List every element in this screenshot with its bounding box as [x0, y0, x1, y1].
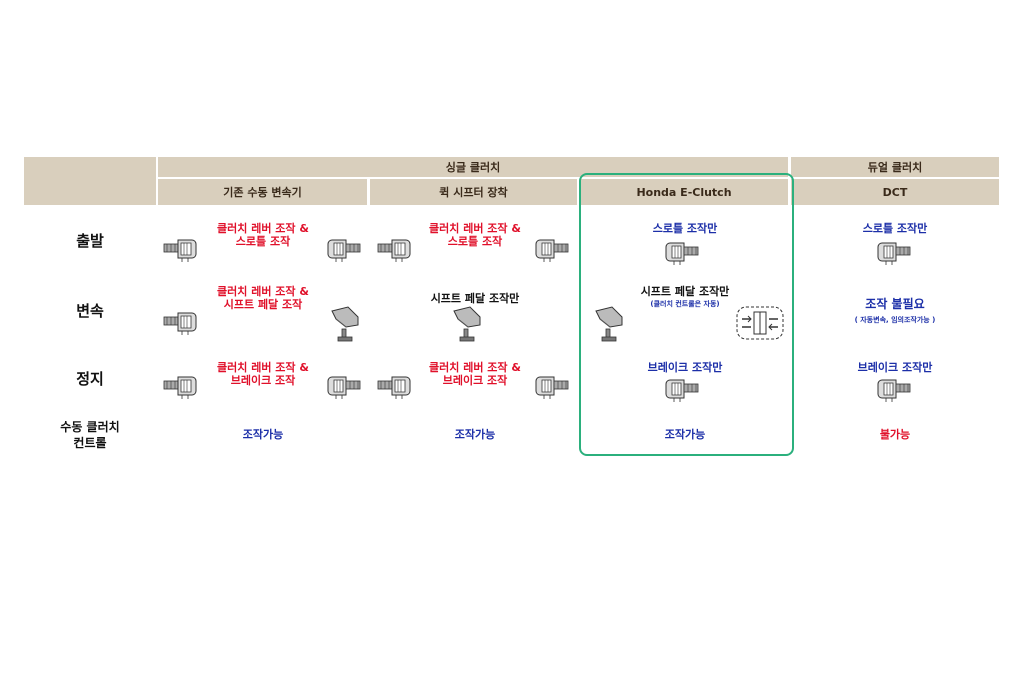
header-col-dct: DCT — [791, 179, 999, 205]
hand-throttle-icon — [326, 237, 366, 265]
dct-shift-text: 조작 불필요 — [865, 297, 925, 311]
hand-throttle-icon — [534, 237, 574, 265]
manual-clutch-quick: 조작가능 — [454, 428, 496, 441]
row-label-stop: 정지 — [76, 370, 104, 388]
manual-start-text: 클러치 레버 조작 & 스로틀 조작 — [217, 222, 309, 248]
eclutch-shift-note: (클러치 컨트롤은 자동) — [650, 300, 720, 308]
hand-clutch-icon — [162, 310, 202, 338]
quick-stop-text: 클러치 레버 조작 & 브레이크 조작 — [429, 361, 521, 387]
dct-shift-note: ( 자동변속, 임의조작가능 ) — [854, 316, 936, 324]
header-col-eclutch: Honda E-Clutch — [580, 179, 788, 205]
hand-clutch-icon — [162, 237, 202, 265]
row-label-start: 출발 — [76, 232, 104, 250]
eclutch-start-text: 스로틀 조작만 — [652, 222, 718, 235]
hand-brake-icon — [664, 377, 704, 405]
manual-clutch-eclutch: 조작가능 — [664, 428, 706, 441]
hand-brake-icon — [326, 374, 366, 402]
boot-shift-pedal-icon — [592, 305, 628, 345]
header-dual-clutch: 듀얼 클러치 — [791, 157, 999, 177]
hand-throttle-icon — [876, 240, 916, 268]
dct-stop-text: 브레이크 조작만 — [857, 361, 933, 374]
auto-clutch-icon — [736, 306, 784, 340]
quick-start-text: 클러치 레버 조작 & 스로틀 조작 — [429, 222, 521, 248]
eclutch-shift-text: 시프트 페달 조작만 — [640, 285, 730, 298]
manual-stop-text: 클러치 레버 조작 & 브레이크 조작 — [217, 361, 309, 387]
manual-shift-text: 클러치 레버 조작 & 시프트 페달 조작 — [217, 285, 309, 311]
hand-throttle-icon — [664, 240, 704, 268]
boot-shift-pedal-icon — [328, 305, 364, 345]
manual-clutch-manual: 조작가능 — [242, 428, 284, 441]
hand-clutch-icon — [376, 374, 416, 402]
header-corner — [24, 157, 156, 205]
quick-shift-text: 시프트 페달 조작만 — [430, 292, 520, 305]
hand-clutch-icon — [162, 374, 202, 402]
header-col-manual: 기존 수동 변속기 — [158, 179, 367, 205]
hand-brake-icon — [534, 374, 574, 402]
row-label-manual-clutch: 수동 클러치 컨트롤 — [60, 420, 120, 450]
row-label-shift: 변속 — [76, 302, 104, 320]
dct-start-text: 스로틀 조작만 — [862, 222, 928, 235]
boot-shift-pedal-icon — [450, 305, 486, 345]
hand-brake-icon — [876, 377, 916, 405]
eclutch-stop-text: 브레이크 조작만 — [647, 361, 723, 374]
manual-clutch-dct: 불가능 — [879, 428, 911, 441]
eclutch-highlight — [579, 173, 794, 456]
header-single-clutch: 싱글 클러치 — [158, 157, 788, 177]
header-col-quickshifter: 퀵 시프터 장착 — [370, 179, 577, 205]
hand-clutch-icon — [376, 237, 416, 265]
